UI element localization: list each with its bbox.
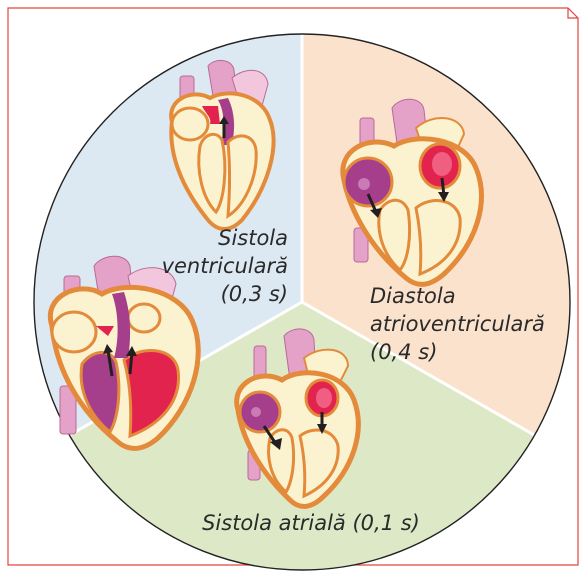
label-diastole-line3: (0,4 s) [370, 340, 437, 364]
label-diastole-line1: Diastola [370, 284, 456, 308]
label-ventricular-line2: ventriculară [162, 254, 288, 278]
heart-atrial-systole-icon [237, 329, 359, 506]
label-atrial-line1: Sistola atrială (0,1 s) [202, 511, 420, 535]
heart-diastole-icon [343, 99, 482, 284]
label-ventricular-line1: Sistola [218, 226, 288, 250]
label-atrial-systole: Sistola atrială (0,1 s) [202, 511, 420, 535]
label-diastole-line2: atrioventriculară [370, 312, 545, 336]
heart-ventricular-systole-left-icon [50, 256, 198, 448]
label-ventricular-line3: (0,3 s) [221, 282, 288, 306]
